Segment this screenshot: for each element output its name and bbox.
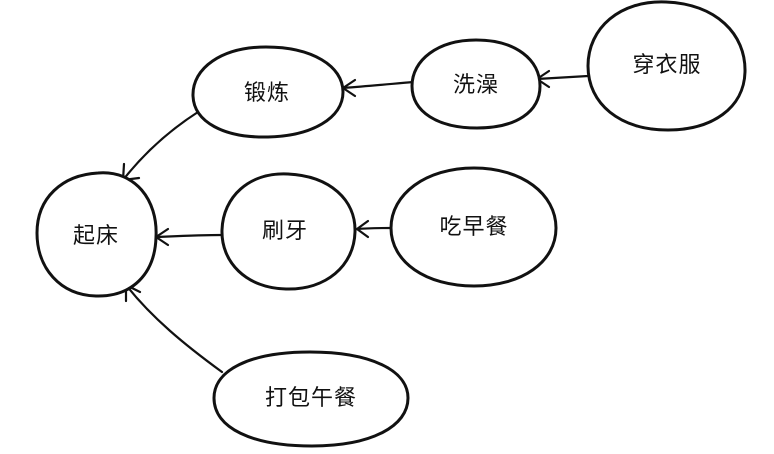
node-label-shower: 洗澡 <box>453 73 499 98</box>
node-label-eat-breakfast: 吃早餐 <box>439 215 508 240</box>
edge-brush-teeth-to-get-up <box>154 227 224 247</box>
edge-eat-breakfast-to-brush-teeth <box>355 219 393 239</box>
node-label-get-up: 起床 <box>73 224 119 249</box>
node-shower: 洗澡 <box>410 38 542 130</box>
node-exercise: 锻炼 <box>191 45 345 139</box>
node-get-dressed: 穿衣服 <box>586 0 747 132</box>
node-label-brush-teeth: 刷牙 <box>262 219 308 244</box>
edge-shower-to-exercise <box>341 78 415 98</box>
node-eat-breakfast: 吃早餐 <box>389 166 558 288</box>
edge-get-dressed-to-shower <box>535 69 590 89</box>
node-label-pack-lunch: 打包午餐 <box>265 386 357 411</box>
node-get-up: 起床 <box>35 171 158 298</box>
node-label-exercise: 锻炼 <box>244 81 290 106</box>
edge-exercise-to-get-up <box>121 110 200 182</box>
node-pack-lunch: 打包午餐 <box>212 350 410 448</box>
node-brush-teeth: 刷牙 <box>220 172 357 291</box>
node-label-get-dressed: 穿衣服 <box>632 53 701 78</box>
edge-pack-lunch-to-get-up <box>124 283 224 374</box>
